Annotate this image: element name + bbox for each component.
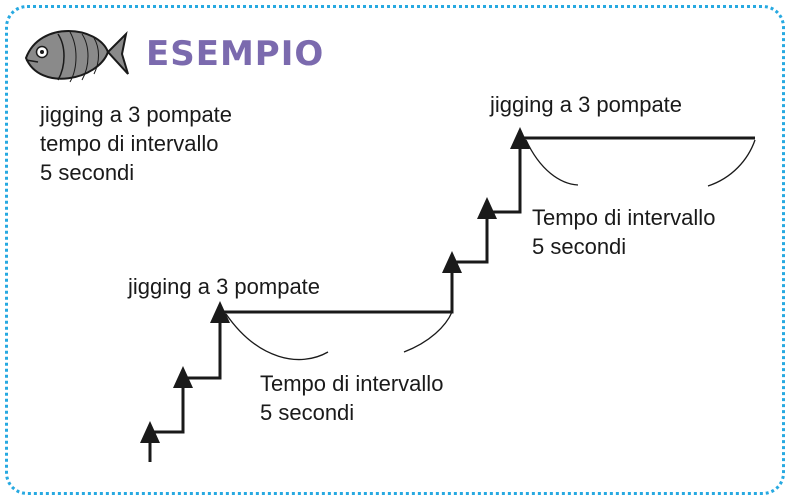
pump-arrow <box>173 366 193 388</box>
interval-line: Tempo di intervallo <box>260 371 444 396</box>
interval-arc <box>525 139 579 186</box>
page-title: ESEMPIO <box>146 34 325 74</box>
pump-arrow <box>477 197 497 219</box>
step-label: jigging a 3 pompate <box>490 92 683 117</box>
step-label: jigging a 3 pompate <box>128 274 321 299</box>
fish-icon <box>24 30 129 83</box>
interval-arc <box>225 313 329 361</box>
interval-arc <box>403 311 453 353</box>
legend-text: jigging a 3 pompate tempo di intervallo … <box>40 100 232 187</box>
interval-label: Tempo di intervallo 5 secondi <box>260 369 443 427</box>
legend-line: tempo di intervallo <box>40 131 219 156</box>
pump-arrow <box>442 251 462 273</box>
legend-line: 5 secondi <box>40 160 135 185</box>
interval-line: Tempo di intervallo <box>532 205 716 230</box>
pump-arrow <box>210 301 230 323</box>
pump-arrow <box>510 127 530 149</box>
interval-line: 5 secondi <box>532 234 627 259</box>
pump-arrow <box>140 421 160 443</box>
interval-label: Tempo di intervallo 5 secondi <box>532 203 715 261</box>
legend-line: jigging a 3 pompate <box>40 102 233 127</box>
interval-arc <box>707 139 756 187</box>
example-frame <box>5 5 785 495</box>
interval-line: 5 secondi <box>260 400 355 425</box>
